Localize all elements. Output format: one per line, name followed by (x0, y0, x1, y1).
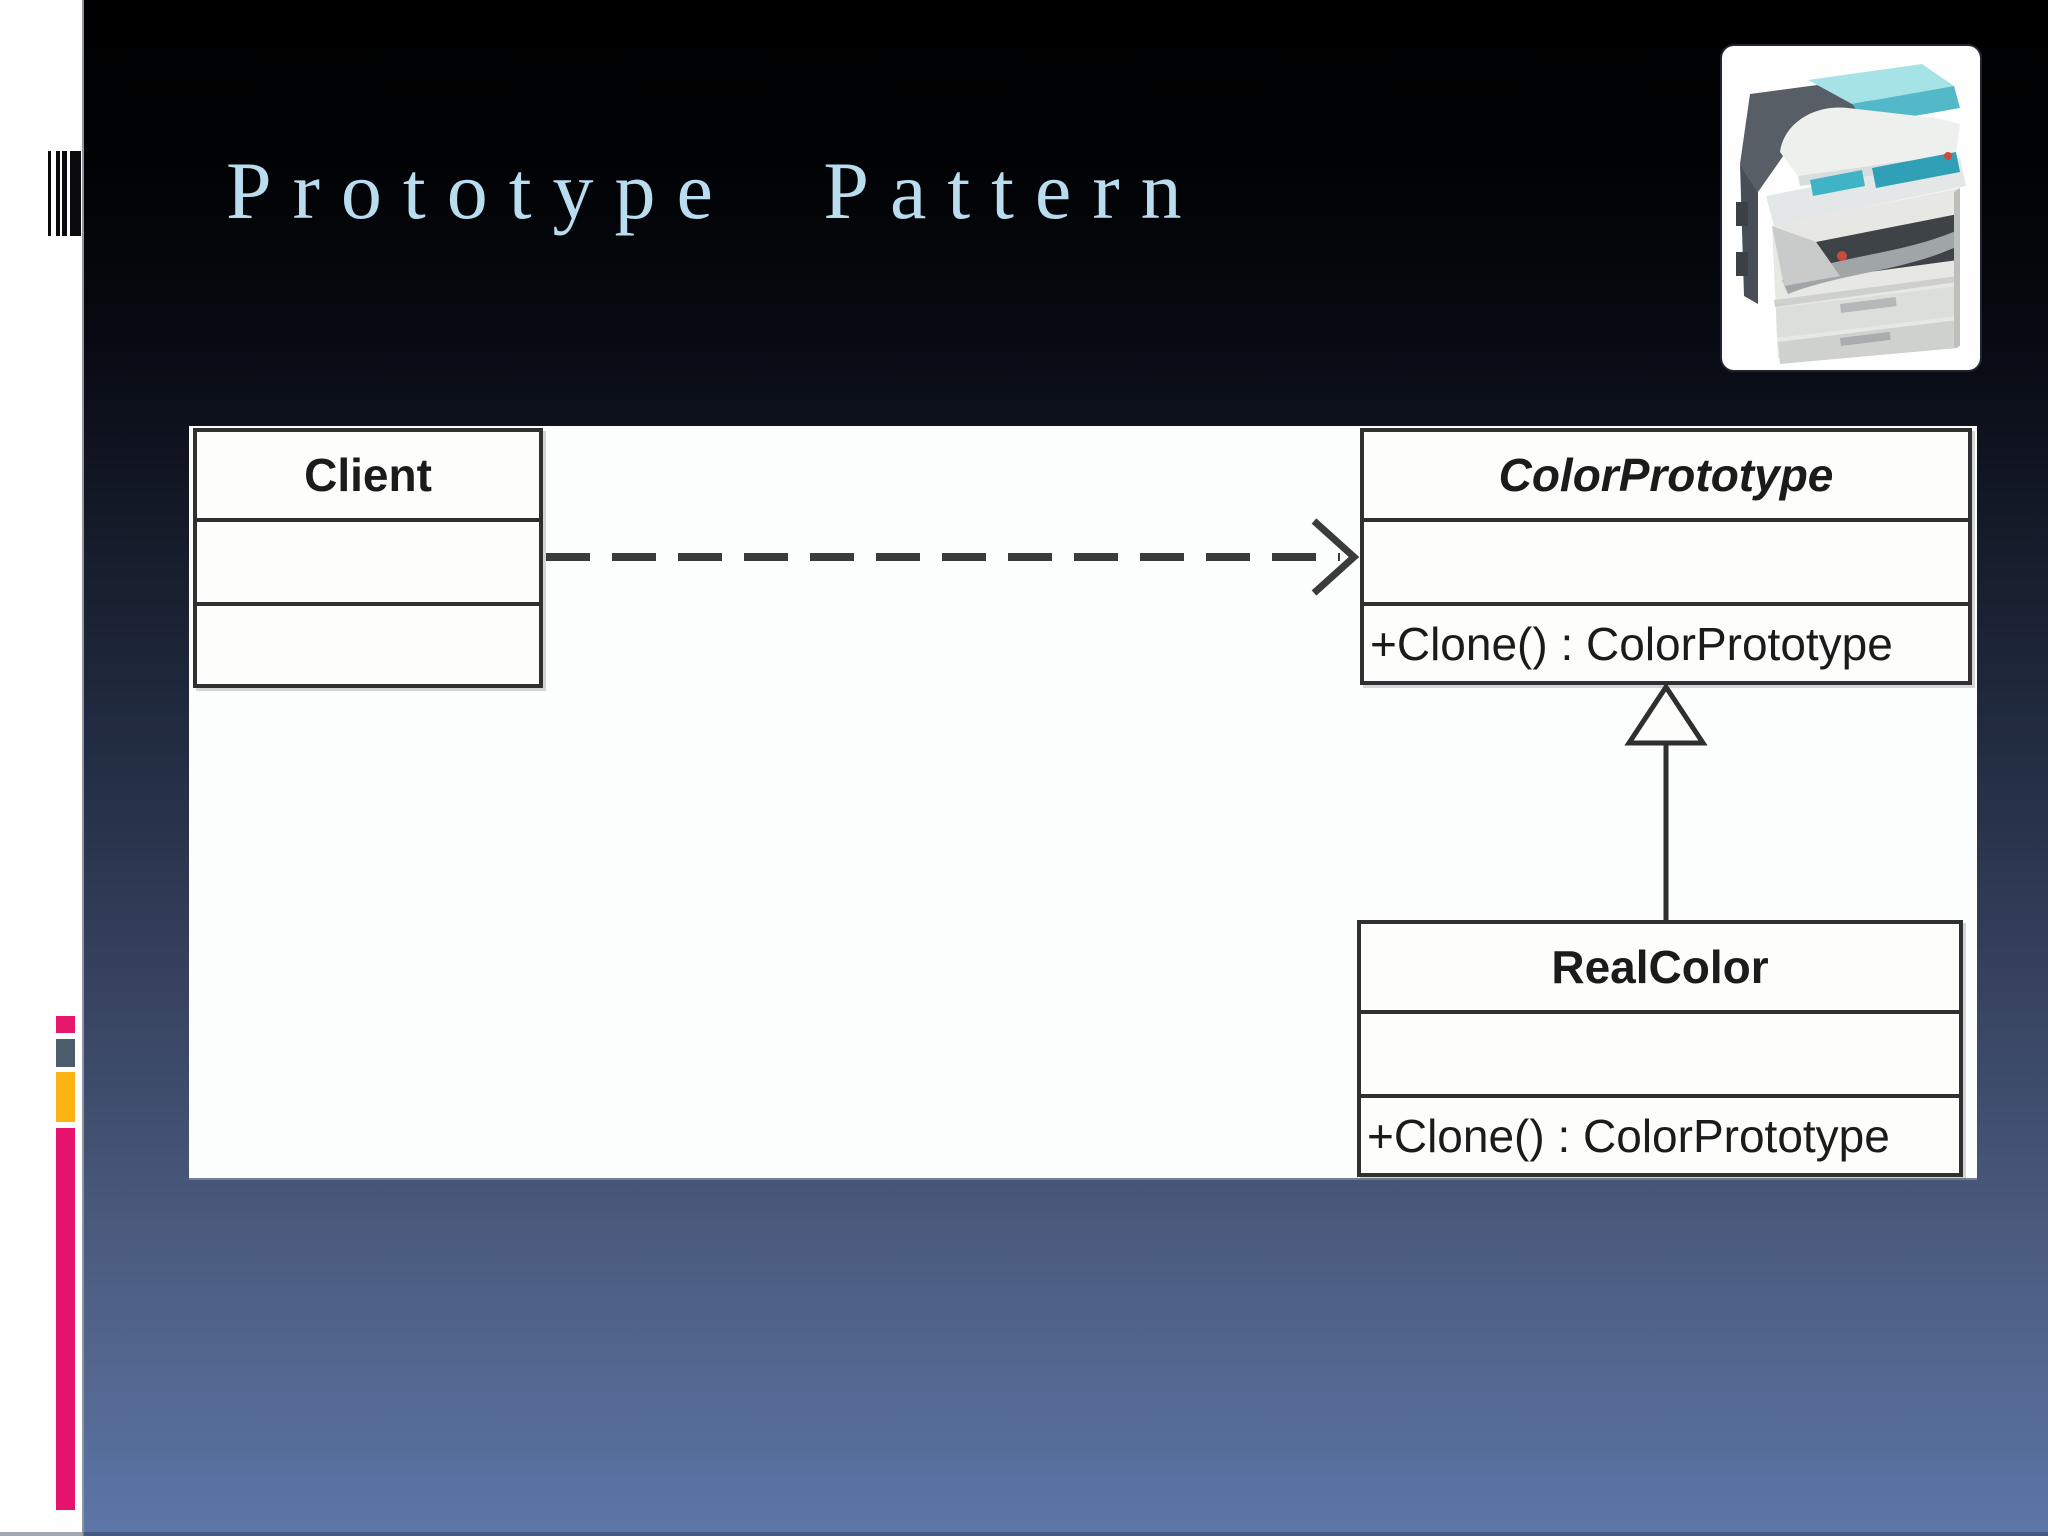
uml-class-colorprototype: ColorPrototype +Clone() : ColorPrototype (1360, 428, 1972, 685)
left-margin-strip (0, 0, 84, 1536)
barcode-bar (48, 151, 51, 236)
class-methods: +Clone() : ColorPrototype (1370, 617, 1893, 670)
barcode-bar (70, 151, 81, 236)
class-name: RealColor (1361, 924, 1959, 1014)
barcode-bar (56, 151, 60, 236)
class-methods (197, 606, 539, 684)
accent-bar-amber (56, 1072, 75, 1122)
accent-bar-slate (56, 1039, 75, 1067)
barcode-icon (48, 151, 82, 236)
photocopier-illustration (1736, 64, 1966, 364)
class-methods: +Clone() : ColorPrototype (1367, 1109, 1890, 1162)
accent-bar-pink (56, 1016, 75, 1033)
photocopier-image (1722, 46, 1980, 370)
slide-title: Prototype Pattern (226, 145, 1203, 236)
uml-class-realcolor: RealColor +Clone() : ColorPrototype (1357, 920, 1963, 1177)
class-attributes (197, 522, 539, 606)
class-name: ColorPrototype (1364, 432, 1968, 522)
class-name: Client (197, 432, 539, 522)
accent-bar-magenta (56, 1128, 75, 1510)
bottom-edge-line (0, 1532, 2048, 1536)
barcode-bar (62, 151, 67, 236)
class-attributes (1361, 1014, 1959, 1098)
class-attributes (1364, 522, 1968, 606)
uml-class-client: Client (193, 428, 543, 688)
